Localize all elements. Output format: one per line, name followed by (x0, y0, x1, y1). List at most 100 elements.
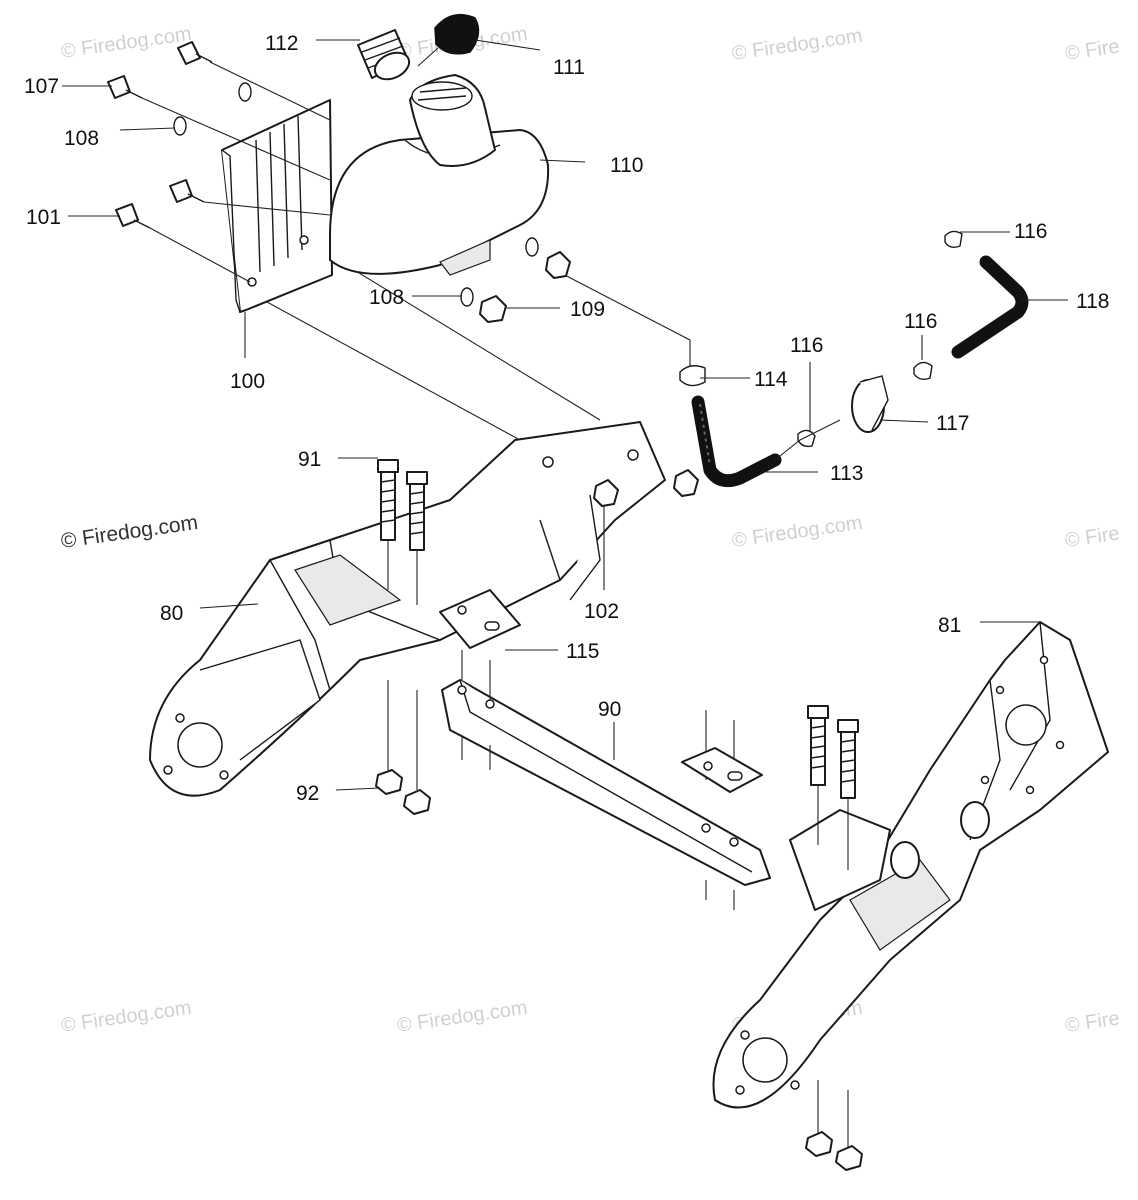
washer-right (525, 237, 539, 257)
nut-92-a (375, 769, 403, 795)
plate-small-slot (727, 771, 743, 781)
callout-leaders (62, 39, 1068, 791)
callout-labels: 112 111 107 108 110 101 116 108 109 118 … (24, 32, 1109, 805)
assembly-line-3 (554, 269, 691, 372)
bolt-81-a-thread (810, 725, 826, 769)
frame-80-hole-1 (175, 713, 185, 723)
nut-81-b (835, 1145, 863, 1171)
tank-body (329, 129, 550, 275)
callout-108-top: 108 (64, 127, 99, 150)
bracket-slot-right (283, 115, 303, 259)
bolt-107-head (107, 75, 131, 99)
callout-91: 91 (298, 448, 321, 471)
bolt-81-b (837, 719, 859, 799)
callout-92: 92 (296, 782, 319, 805)
watermark-7: © Fire (1064, 523, 1121, 552)
cap-111-body (434, 13, 480, 55)
callout-110: 110 (610, 154, 643, 177)
nut-92-b (403, 789, 431, 815)
channel-hole-4 (729, 837, 739, 847)
callout-116-low: 116 (790, 334, 823, 357)
watermark-4: © Fire (1064, 36, 1121, 65)
fuel-tank-110 (329, 74, 550, 276)
frame-81-hole-e (1025, 785, 1035, 795)
bolts-81 (805, 705, 863, 1171)
frame-80-bore (177, 722, 223, 768)
frame-80-hole-5 (627, 449, 639, 461)
clamp-114 (679, 365, 706, 387)
bolt-81-b-thread (840, 739, 856, 783)
callout-116-mid: 116 (904, 310, 937, 333)
callout-118: 118 (1076, 290, 1109, 313)
callout-117: 117 (936, 412, 969, 435)
frame-81-boss-2 (960, 801, 990, 839)
plate-small-hole (703, 761, 713, 771)
frame-80-recess (294, 554, 402, 626)
bolt-81-a (807, 705, 829, 786)
watermark-9: © Firedog.com (396, 997, 529, 1037)
washer-108-top (173, 116, 187, 136)
leader-80 (199, 603, 259, 609)
nut-right (545, 251, 571, 279)
callout-100: 100 (230, 370, 265, 393)
clamp-116-low (797, 429, 816, 448)
bolts-91 (377, 459, 428, 790)
cap-111 (417, 13, 480, 67)
bracket-hole-2 (299, 235, 309, 245)
cap-111-link (417, 47, 439, 67)
callout-116-top: 116 (1014, 220, 1047, 243)
nut-109 (479, 295, 507, 323)
channel-hole-1 (457, 685, 467, 695)
callout-112: 112 (265, 32, 298, 55)
leader-92 (335, 787, 381, 791)
bolt-101-shank (133, 219, 151, 229)
fuel-line-group (679, 230, 1029, 488)
frame-81-hole-3 (735, 1085, 745, 1095)
frame-81-hole-d (980, 775, 990, 785)
bolt-101-head (115, 203, 139, 227)
frame-80-hole-4 (542, 456, 554, 468)
tank-thread (417, 87, 467, 101)
frame-80-hole-2 (219, 770, 229, 780)
nut-81-a (805, 1131, 833, 1157)
plate-115-slot (484, 621, 500, 631)
frame-80-arm (199, 639, 321, 761)
callout-81: 81 (938, 614, 961, 637)
frame-81 (712, 621, 1109, 1109)
callout-108-bottom: 108 (369, 286, 404, 309)
callout-80: 80 (160, 602, 183, 625)
cap-face (373, 51, 411, 81)
fasteners-right (460, 237, 571, 323)
bolt-axis-lines (141, 61, 331, 283)
plate-115-hole (457, 605, 467, 615)
bolt-91-a-thread (380, 479, 396, 523)
nuts-102 (593, 469, 699, 507)
callout-101: 101 (26, 206, 61, 229)
channel-90 (441, 650, 771, 910)
bolt-81-axis (817, 785, 849, 1150)
cap-112 (357, 29, 411, 81)
clamp-116-mid (913, 361, 933, 381)
watermark-1: © Firedog.com (60, 23, 193, 63)
callout-90: 90 (598, 698, 621, 721)
filter-axis-line (774, 419, 841, 461)
frame-81-bore (742, 1037, 788, 1083)
frame-81-flange (789, 809, 891, 911)
callout-115: 115 (566, 640, 599, 663)
callout-102: 102 (584, 600, 619, 623)
washer-108-bottom (460, 287, 474, 307)
frame-81-hole-2 (790, 1080, 800, 1090)
clamp-116-top (944, 230, 963, 249)
assembly-line-1 (244, 289, 521, 441)
nut-102-b (673, 469, 699, 497)
watermark-strong: © Firedog.com (59, 511, 199, 553)
nuts-92 (375, 769, 431, 815)
channel-axis-lines (461, 650, 735, 910)
callout-114: 114 (754, 368, 788, 391)
watermark-6: © Firedog.com (731, 512, 864, 552)
leader-110 (539, 159, 586, 163)
frame-81-hole-a (995, 685, 1005, 695)
bracket-flange (221, 149, 241, 313)
frame-80-gusset (539, 494, 601, 601)
